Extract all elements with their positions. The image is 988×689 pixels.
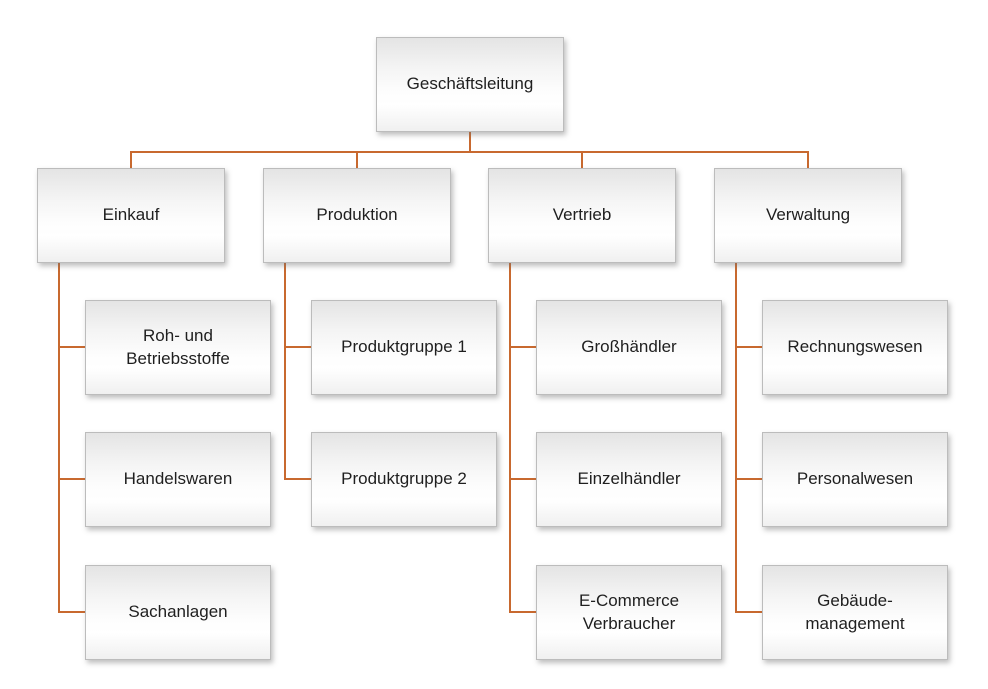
connector-elbow [58, 346, 85, 348]
org-node-einkauf[interactable]: Einkauf [37, 168, 225, 263]
connector-drop-produktion [356, 151, 358, 169]
connector-drop-einkauf [130, 151, 132, 169]
org-node-sachanlagen[interactable]: Sachanlagen [85, 565, 271, 660]
org-node-produktgruppe-1[interactable]: Produktgruppe 1 [311, 300, 497, 395]
connector-drop-vertrieb [581, 151, 583, 169]
org-node-vertrieb[interactable]: Vertrieb [488, 168, 676, 263]
connector-bus [130, 151, 809, 153]
org-node-ecommerce-verbraucher[interactable]: E-Commerce Verbraucher [536, 565, 722, 660]
org-node-verwaltung[interactable]: Verwaltung [714, 168, 902, 263]
connector-drop-verwaltung [807, 151, 809, 169]
org-node-grosshaendler[interactable]: Großhändler [536, 300, 722, 395]
org-node-personalwesen[interactable]: Personalwesen [762, 432, 948, 527]
connector-elbow [735, 346, 762, 348]
connector-elbow [509, 478, 536, 480]
org-node-produktion[interactable]: Produktion [263, 168, 451, 263]
connector-spine-produktion [284, 263, 286, 480]
org-node-einzelhaendler[interactable]: Einzelhändler [536, 432, 722, 527]
org-node-rechnungswesen[interactable]: Rechnungswesen [762, 300, 948, 395]
org-node-produktgruppe-2[interactable]: Produktgruppe 2 [311, 432, 497, 527]
org-node-gebaeudemanagement[interactable]: Gebäude- management [762, 565, 948, 660]
connector-elbow [735, 478, 762, 480]
connector-spine-einkauf [58, 263, 60, 613]
connector-elbow [509, 611, 536, 613]
connector-elbow [284, 346, 311, 348]
org-node-geschaeftsleitung[interactable]: Geschäftsleitung [376, 37, 564, 132]
connector-elbow [58, 478, 85, 480]
org-node-roh-und-betriebsstoffe[interactable]: Roh- und Betriebsstoffe [85, 300, 271, 395]
connector-root-stub [469, 132, 471, 152]
connector-elbow [509, 346, 536, 348]
connector-elbow [284, 478, 311, 480]
connector-elbow [58, 611, 85, 613]
connector-spine-verwaltung [735, 263, 737, 613]
connector-spine-vertrieb [509, 263, 511, 613]
org-node-handelswaren[interactable]: Handelswaren [85, 432, 271, 527]
connector-elbow [735, 611, 762, 613]
